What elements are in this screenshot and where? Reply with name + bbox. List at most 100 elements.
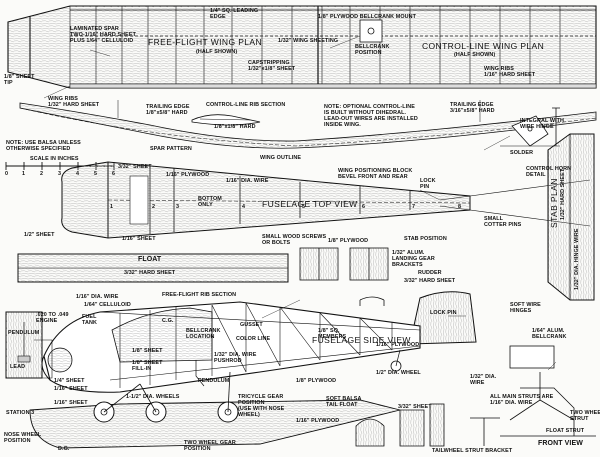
station-pendulum-label: PENDULUM [8,330,40,336]
scale-tick-3: 3 [58,171,62,177]
ff-rib-section-label: FREE-FLIGHT RIB SECTION [162,292,237,298]
side-plywood-1-8-label: 1/8" PLYWOOD [296,378,337,384]
scale-tick-2: 2 [40,171,44,177]
station-number-7: 7 [412,204,416,210]
tip-sheet-label: 1/8" SHEET TIP [4,74,35,86]
alum-bellcrank-label: 1/64" ALUM. BELLCRANK [532,328,567,340]
top-plywood-1-16-label: 1/16" PLYWOOD [166,172,210,178]
float-label: FLOAT [138,256,162,263]
side-sheet-1-16a-label: 1/16" SHEET [54,386,88,392]
control-line-wing-subtitle: (HALF SHOWN) [454,52,496,58]
station-3-label: STATION 3 [6,410,35,416]
top-lock-pin-label: LOCK PIN [420,178,436,190]
control-horn-label: CONTROL HORN DETAIL [526,166,572,178]
top-sheet-half-label: 1/2" SHEET [24,232,55,238]
trailing-edge-right-label: TRAILING EDGE 3/16"x5/8" HARD [450,102,495,114]
rudder-sheet-label: 3/32" HARD SHEET [404,278,456,284]
trailing-edge-left-label: TRAILING EDGE 1/8"x5/8" HARD [146,104,190,116]
fuel-tank-label: FUEL TANK [82,314,97,326]
wing-ribs-right-label: WING RIBS 1/16" HARD SHEET [484,66,536,78]
wing-outline-drawing [19,100,597,149]
gear-brackets-drawing [299,247,389,306]
control-line-wing-title: CONTROL-LINE WING PLAN [422,41,545,51]
stab-plan-title: STAB PLAN [549,178,559,228]
fill-in-label: 1/8" SHEET FILL-IN [132,360,163,372]
wire-dia-1-32-label: 1/32" DIA. WIRE [470,374,497,386]
bellcrank-position-label: BELLCRANK POSITION [355,44,390,56]
capstripping-label: CAPSTRIPPING 1/32"x1/8" SHEET [248,60,296,72]
free-flight-wing-title: FREE-FLIGHT WING PLAN [148,37,263,47]
cg-label: C.G. [162,318,174,324]
small-cotter-label: SMALL COTTER PINS [484,216,522,228]
side-dia-wire-label: 1/16" DIA. WIRE [76,294,119,300]
top-sheet-3-32-label: 3/32" SHEET [118,164,152,170]
stab-position-label: STAB POSITION [404,236,447,242]
station-3-drawing [5,311,43,379]
br-sheet-3-32-label: 3/32" SHEET [398,404,432,410]
station-number-2: 2 [152,204,156,210]
fuselage-side-title: FUSELAGE SIDE VIEW [312,335,411,345]
fuselage-side-drawing [29,291,477,449]
side-pendulum-label: PENDULUM [198,378,230,384]
scale-tick-6: 6 [112,171,116,177]
tricycle-label: TRICYCLE GEAR POSITION (USE WITH NOSE WH… [238,394,285,418]
all-main-struts-label: ALL MAIN STRUTS ARE 1/16" DIA. WIRE [490,394,554,406]
members-label: 1/8" SQ. MEMBERS [318,328,347,340]
solder-label: SOLDER [510,150,534,156]
control-horn-drawing [500,107,560,147]
br-plywood-1-16-label: 1/16" PLYWOOD [296,418,340,424]
station-number-5: 5 [302,204,306,210]
scale-tick-4: 4 [76,171,80,177]
balsa-note: NOTE: USE BALSA UNLESS OTHERWISE SPECIFI… [6,140,81,152]
fuselage-top-drawing [61,161,591,239]
station-number-3: 3 [176,204,180,210]
two-wheel-strut-label: TWO WHEEL STRUT [570,410,600,422]
wing-plan-drawing [7,5,597,89]
laminated-spar-label: LAMINATED SPAR TWO-1/16" HARD SHEET PLUS… [70,26,136,44]
front-view-label: FRONT VIEW [538,440,583,447]
free-flight-wing-subtitle: (HALF SHOWN) [196,49,238,55]
gear-brackets-label: 1/32" ALUM. LANDING GEAR BRACKETS [392,250,435,268]
celluloid-label: 1/64" CELLULOID [84,302,131,308]
spar-pattern-label: SPAR PATTERN [150,146,192,152]
side-sheet-1-8-label: 1/8" SHEET [132,348,163,354]
top-plywood-1-8-label: 1/8" PLYWOOD [328,238,369,244]
scale-tick-5: 5 [94,171,98,177]
soft-hinge-label: SOFT WIRE HINGES [510,302,541,314]
fuselage-top-title: FUSELAGE TOP VIEW [262,199,358,209]
designer-initials: D.G. [58,446,70,452]
positioning-block-label: WING POSITIONING BLOCK BEVEL FRONT AND R… [338,168,413,180]
top-dia-wire-label: 1/16" DIA. WIRE [226,178,269,184]
side-sheet-1-16b-label: 1/16" SHEET [54,400,88,406]
wing-sheeting-label: 1/32" WING SHEETING [278,38,339,44]
station-number-6: 6 [362,204,366,210]
side-dia-wire-1-32-label: 1/32" DIA. WIRE PUSHROD [214,352,257,364]
float-drawing [17,253,289,283]
float-sheet-label: 3/32" HARD SHEET [124,270,176,276]
two-wheel-position-label: TWO WHEEL GEAR POSITION [184,440,236,452]
stab-plan-drawing [547,133,595,301]
scale-tick-1: 1 [22,171,26,177]
side-sheet-1-4-label: 1/4" SHEET [54,378,85,384]
top-sheet-1-16-label: 1/16" SHEET [122,236,156,242]
optional-note: NOTE: OPTIONAL CONTROL-LINE IS BUILT WIT… [324,104,418,128]
integral-hinge-label: INTEGRAL WITH WIRE HINGE [520,118,565,130]
side-lock-pin-label: LOCK PIN [430,310,457,316]
side-plywood-1-16-label: 1/16" PLYWOOD [376,342,420,348]
color-line-label: COLOR LINE [236,336,271,342]
station-number-4: 4 [242,204,246,210]
engine-label: .020 TO .049 ENGINE [36,312,69,324]
stab-hinge-label: 1/32" DIA. HINGE WIRE [574,228,580,290]
float-strut-label: FLOAT STRUT [546,428,585,434]
stab-sheet-label: 1/32" HARD SHEET [560,168,566,220]
wheels-label: 1-1/2" DIA. WHEELS [126,394,180,400]
station-number-8: 8 [458,204,462,210]
small-screws-label: SMALL WOOD SCREWS OR BOLTS [262,234,327,246]
tailwheel-bracket-label: TAILWHEEL STRUT BRACKET [432,448,513,454]
leading-edge-label: 1/4" SQ. LEADING EDGE [210,8,259,20]
rib-sheet-label: 1/8"x1/8" HARD [214,124,256,130]
bellcrank-mount-label: 1/8" PLYWOOD BELLCRANK MOUNT [318,14,416,20]
scale-title: SCALE IN INCHES [30,156,79,162]
scale-tick-0: 0 [5,171,9,177]
